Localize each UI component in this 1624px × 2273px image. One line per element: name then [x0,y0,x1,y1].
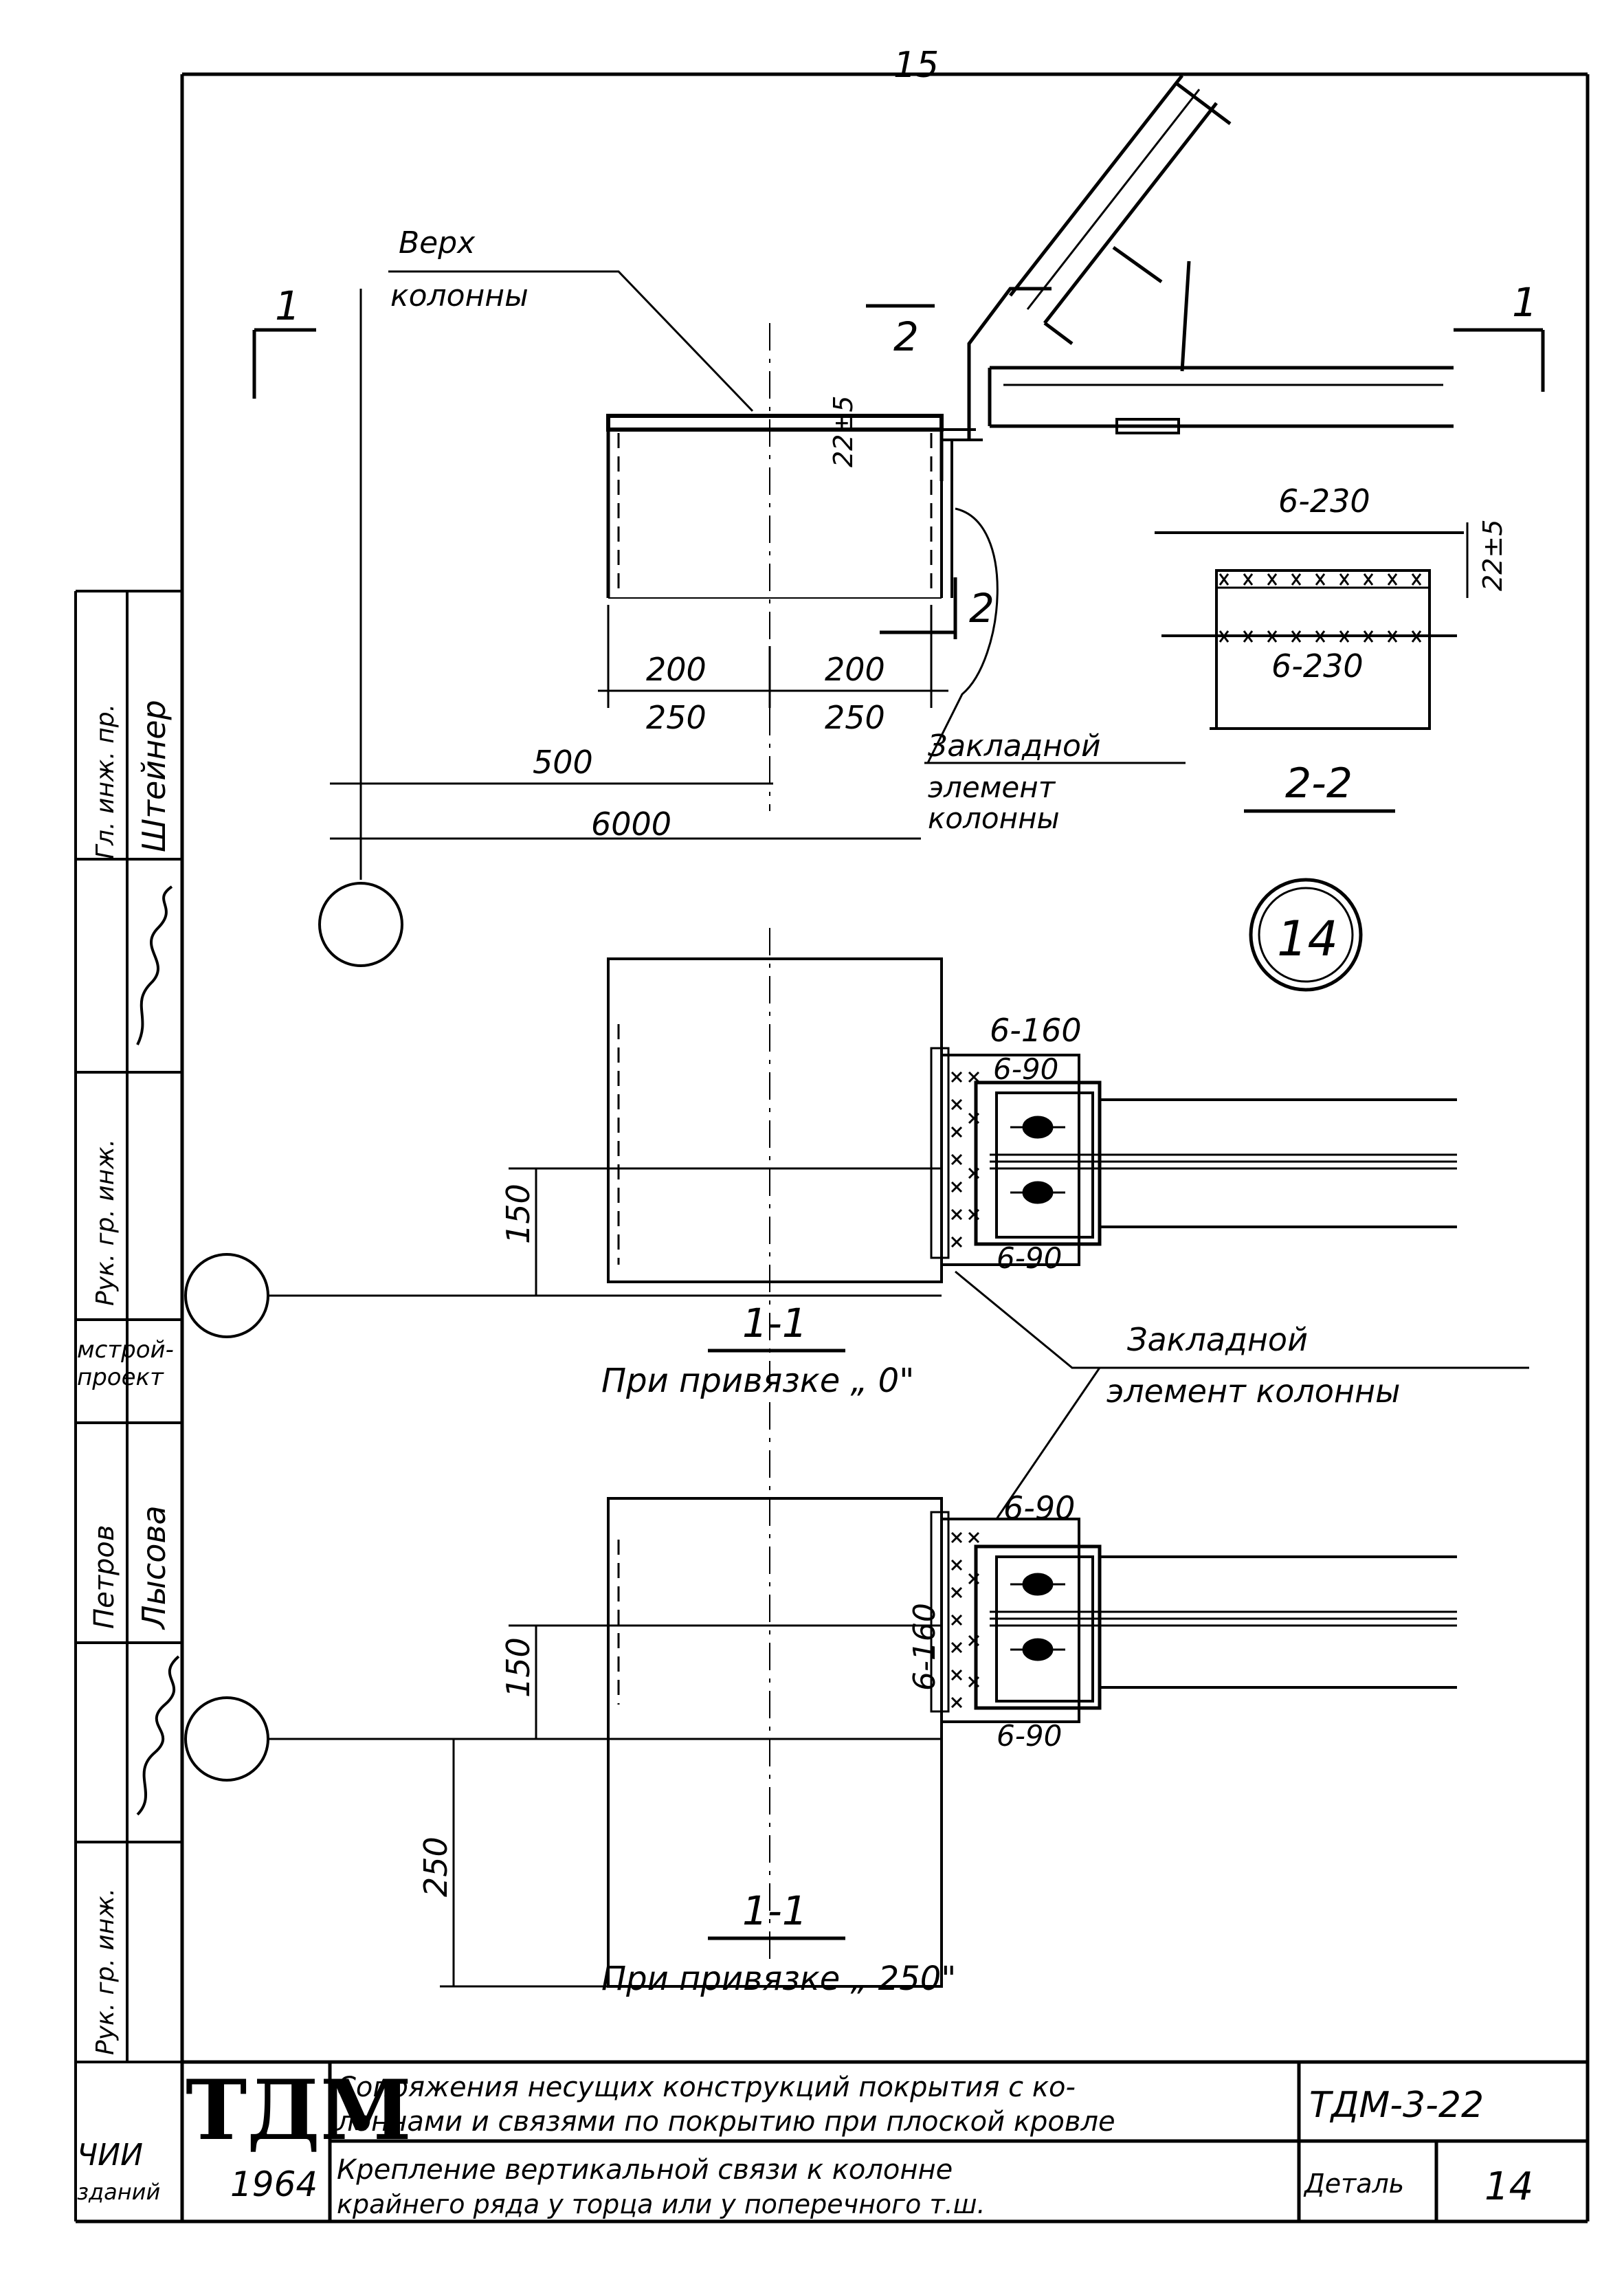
embedded-label-group-2: Закладной элемент колонны [955,1270,1529,1520]
view-binding-0: 150 6-160 6-90 6-90 1-1 При привязке „ 0… [184,928,1457,1400]
dim-200-left: 200 [646,651,707,688]
weld-6-90-binding-0-a: 6-90 [993,1052,1058,1086]
axis-marker-1 [318,882,403,967]
page-number: 15 [893,45,939,86]
axis-marker-2 [184,1253,269,1338]
section-2-2: 6-230 6-230 22±5 2-2 [1155,483,1508,813]
section-mark-1-right-label: 1 [1512,279,1537,326]
column-top-label-2: колонны [390,278,529,313]
weld-6-160-binding-250: 6-160 [907,1603,942,1691]
dimension-lines-top [330,605,948,840]
section-mark-2-bottom [880,577,957,639]
embedded-plate-top [940,428,983,598]
embedded-label-2-line1: Закладной [1127,1321,1308,1358]
logo-tdm: ТДМ [186,2062,412,2159]
detail-number-badge: 14 [1249,878,1363,992]
stamp-name-2: Лысова [135,1505,173,1630]
signature-2 [136,1655,180,1816]
dim-22-section: 22±5 [1478,520,1508,591]
top-view: 1 1 [252,74,1545,967]
side-stamp: Гл. инж. пр. Штейнер Рук. гр. инж. мстро… [74,590,182,2221]
title-line-1: Сопряжения несущих конструкций покрытия … [337,2072,1076,2103]
column-top-leader [388,270,754,412]
weld-6-90-binding-250-a: 6-90 [1003,1489,1075,1527]
signature-1 [136,885,173,1045]
detail-label: Деталь [1303,2169,1404,2199]
dim-250-binding-250: 250 [417,1837,454,1897]
weld-6-230-top: 6-230 [1278,483,1370,520]
subtitle-line-2: крайнего ряда у торца или у поперечного … [337,2189,986,2219]
view-binding-250: 150 250 6-90 6-160 6-90 1-1 При привязке… [184,1402,1457,1998]
stamp-name-1: Петров [89,1525,120,1629]
stamp-role-1: Рук. гр. инж. [91,1888,120,2055]
dim-6000: 6000 [591,806,671,843]
stamp-org-2: проект [77,1364,164,1391]
detail-number: 14 [1484,2164,1533,2209]
axis-marker-3 [184,1696,269,1782]
section-mark-1-left [252,328,316,399]
section-mark-2-bottom-label: 2 [969,585,994,632]
embedded-label-2: элемент [928,770,1056,804]
embedded-leader-top [926,507,999,764]
weld-6-230-bottom: 6-230 [1271,647,1364,685]
embedded-label-3: колонны [928,801,1060,835]
org-bottom-1: ЧИИ [77,2138,143,2173]
title-block: ТДМ 1964 ЧИИ зданий Сопряжения несущих к… [77,2060,1588,2221]
caption-binding-0: При привязке „ 0" [601,1362,914,1400]
stamp-org-1: мстрой- [77,1336,174,1364]
dim-200-right: 200 [825,651,885,688]
column-top-label-1: Верх [399,225,476,260]
detail-number-badge-label: 14 [1277,911,1338,967]
gusset-and-beam [967,74,1454,440]
dim-250-left: 250 [646,699,707,736]
sheet-frame [76,72,1590,2224]
section-mark-1-right [1454,328,1545,392]
subtitle-line-1: Крепление вертикальной связи к колонне [337,2154,953,2186]
stamp-role-2: Рук. гр. инж. [91,1139,120,1306]
dim-250-right: 250 [825,699,885,736]
stamp-role-3: Гл. инж. пр. [91,704,120,859]
dim-150-binding-250: 150 [500,1637,537,1698]
weld-6-90-binding-250-b: 6-90 [997,1719,1062,1753]
title-code: ТДМ-3-22 [1309,2085,1484,2126]
dim-500: 500 [533,744,593,781]
weld-6-160-binding-0: 6-160 [990,1012,1082,1049]
embedded-label-1: Закладной [928,729,1101,764]
embedded-label-2-line2: элемент колонны [1106,1373,1400,1410]
section-2-2-title: 2-2 [1285,759,1353,808]
title-year: 1964 [230,2164,318,2204]
dim-22-top: 22±5 [828,396,858,467]
bolts-binding-0 [1010,1116,1065,1204]
weld-6-90-binding-0-b: 6-90 [997,1241,1062,1275]
bolts-binding-250 [1010,1573,1065,1661]
column-outline-top [606,414,944,599]
title-line-2: лоннами и связями по покрытию при плоско… [336,2106,1115,2138]
caption-binding-250: При привязке „ 250" [601,1960,956,1998]
section-label-binding-0: 1-1 [742,1300,808,1346]
section-label-binding-250: 1-1 [742,1887,808,1934]
section-mark-2-top-label: 2 [893,313,919,360]
org-bottom-2: зданий [77,2179,160,2205]
dim-150-binding-0: 150 [500,1184,537,1244]
section-mark-1-left-label: 1 [275,282,300,329]
stamp-name-3: Штейнер [135,700,173,852]
